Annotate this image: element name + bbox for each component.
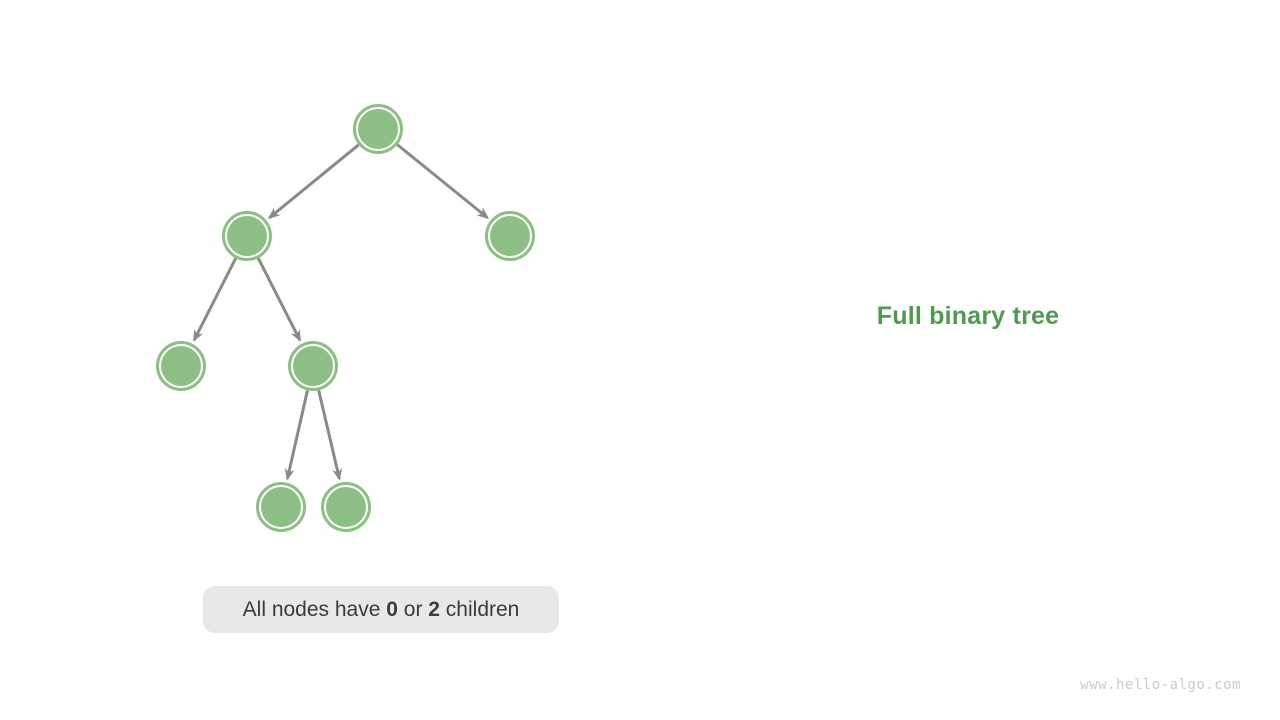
- caption-bold-two: 2: [428, 597, 440, 621]
- tree-node-level4-right: [321, 482, 371, 532]
- tree-node-level2-right: [485, 211, 535, 261]
- tree-edge: [192, 257, 238, 342]
- tree-node-root: [353, 104, 403, 154]
- caption-box: All nodes have 0 or 2 children: [203, 586, 559, 633]
- tree-edge: [284, 390, 309, 481]
- caption-bold-zero: 0: [386, 597, 398, 621]
- caption-text-part: or: [397, 597, 429, 621]
- caption-text-part: All nodes have: [242, 597, 387, 621]
- tree-edge: [317, 390, 342, 481]
- tree-node-level2-left: [222, 211, 272, 261]
- tree-node-level4-left: [256, 482, 306, 532]
- watermark-url: www.hello-algo.com: [1080, 677, 1241, 693]
- diagram-title: Full binary tree: [876, 302, 1060, 330]
- tree-edge: [256, 257, 302, 342]
- tree-node-level3-mid: [288, 341, 338, 391]
- tree-edge: [396, 143, 490, 219]
- tree-edge: [267, 143, 360, 219]
- tree-node-level3-left: [156, 341, 206, 391]
- caption-text-part: children: [439, 597, 520, 621]
